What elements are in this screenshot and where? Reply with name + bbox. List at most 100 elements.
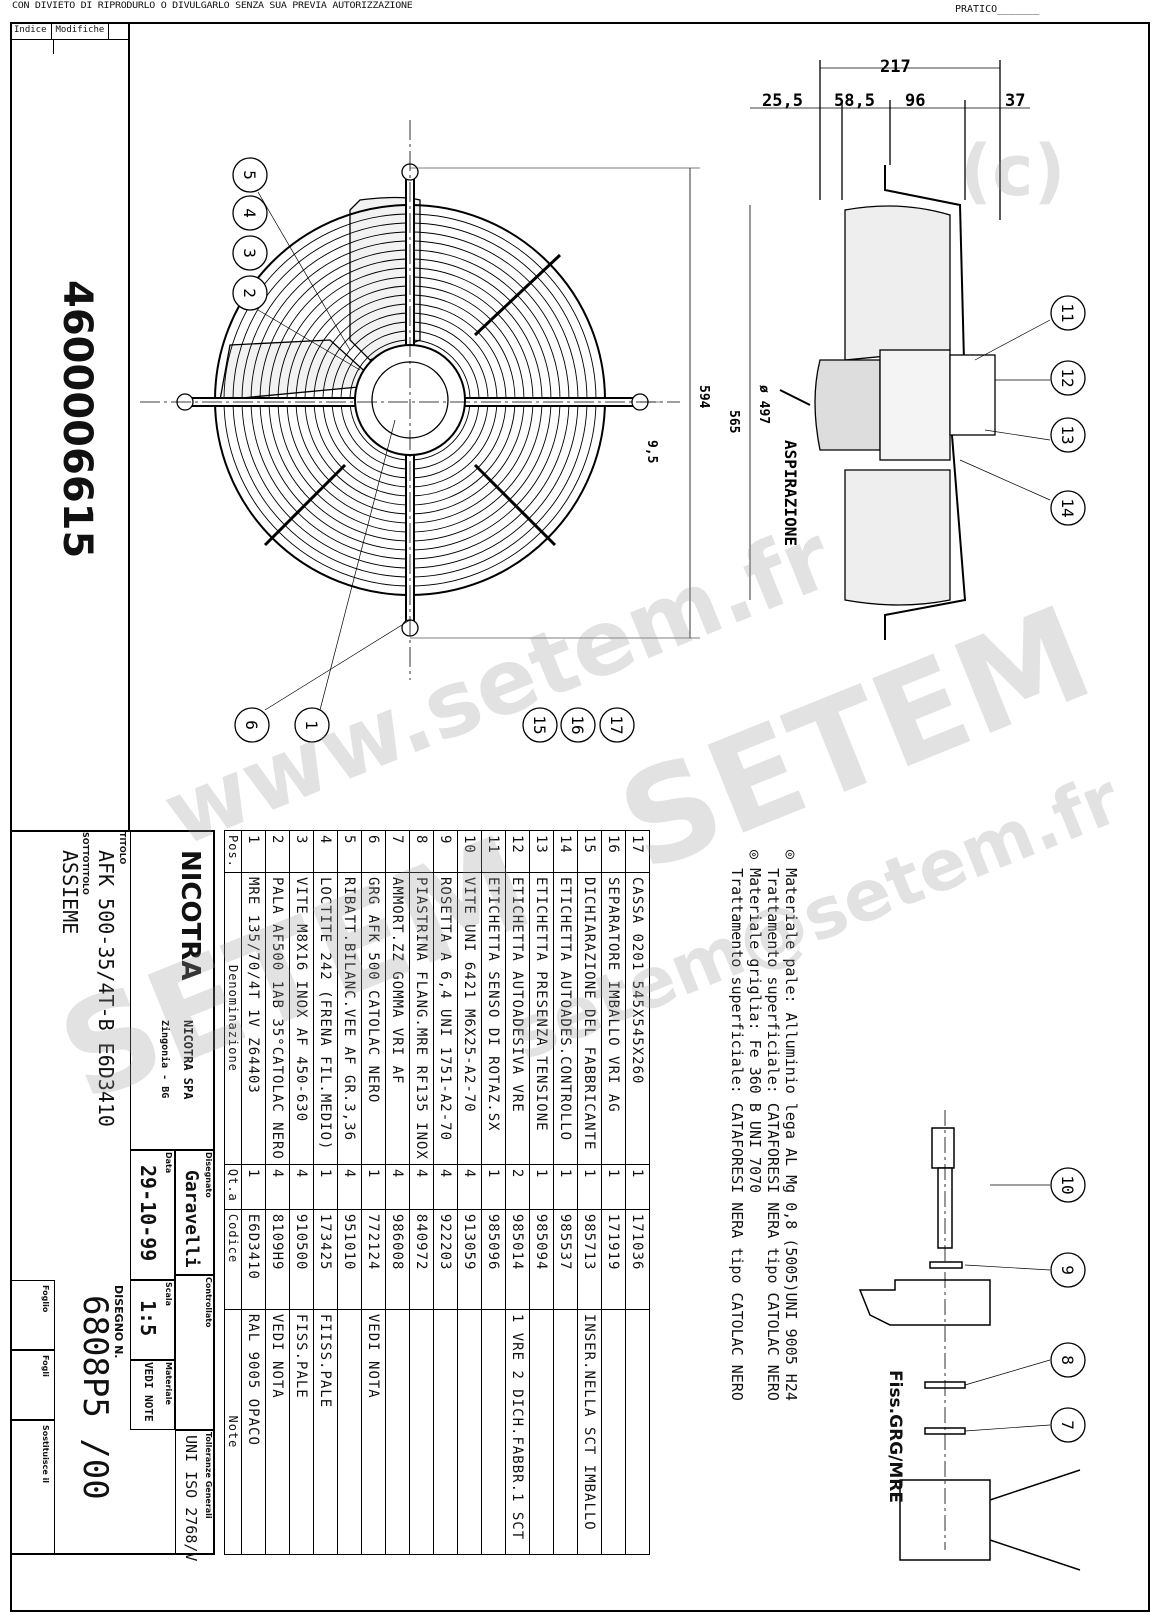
materiale-label: Materiale [164,1362,173,1405]
callout-bubble: 16 [560,707,596,743]
cell-code: 985713 [577,1209,602,1310]
dim-9-5: 9,5 [644,440,659,463]
cell-qty: 4 [433,1164,458,1210]
cell-name: ROSETTA A 6,4 UNI 1751-A2-70 [433,872,458,1165]
cell-qty: 4 [457,1164,482,1210]
cell-pos: 13 [529,830,554,873]
cell-name: ETICHETTA PRESENZA TENSIONE [529,872,554,1165]
scala-label: Scala [164,1282,173,1307]
svg-text:14: 14 [1058,498,1077,517]
cell-pos: 12 [505,830,530,873]
changes-label: Modifiche [52,22,110,39]
cell-name: PALA AF500 1AB 35°CATOLAC NERO [265,872,290,1165]
callout-bubble: 2 [232,275,268,311]
cell-qty: 1 [601,1164,626,1210]
cell-code: 986008 [385,1209,410,1310]
fogli-label: Fogli [41,1355,50,1377]
cell-pos: 15 [577,830,602,873]
scala-value: 1:5 [136,1300,160,1337]
callout-bubble: 13 [1050,417,1086,453]
cell-qty: 4 [409,1164,434,1210]
cell-note [625,1309,650,1555]
dim-594: 594 [696,385,711,409]
cell-pos: 8 [409,830,434,873]
callout-bubble: 4 [232,195,268,231]
cell-code: 173425 [313,1209,338,1310]
revision-strip [10,22,130,830]
tolleranze-value: UNI ISO 2768/V [182,1435,200,1562]
aspirazione-label: ASPIRAZIONE [781,440,800,546]
callout-bubble: 11 [1050,295,1086,331]
cell-code: 910500 [289,1209,314,1310]
index-label: Indice [10,22,52,39]
dim-96: 96 [905,91,925,111]
svg-text:8: 8 [1058,1355,1077,1365]
cell-note: INSER.NELLA SCT IMBALLO [577,1309,602,1555]
nicotra-logo: NICOTRA [175,850,205,981]
cell-note [385,1309,410,1555]
header-name: Denominazione [224,872,242,1165]
svg-text:4: 4 [240,208,259,218]
svg-text:6: 6 [242,720,261,730]
cell-code: E6D3410 [241,1209,266,1310]
cell-pos: 4 [313,830,338,873]
svg-text:10: 10 [1058,1175,1077,1194]
cell-qty: 1 [553,1164,578,1210]
note-1: ◎ Materiale pale: Alluminio lega AL Mg 0… [782,850,800,1401]
cell-note [337,1309,362,1555]
svg-text:1: 1 [302,720,321,730]
cell-name: ETICHETTA SENSO DI ROTAZ.SX [481,872,506,1165]
cell-note: VEDI NOTA [361,1309,386,1555]
company-location: Zingonia - BG [159,1020,170,1099]
cell-name: VITE M8X16 INOX AF 450-630 [289,872,314,1165]
cell-name: LOCTITE 242 (FRENA FIL.MEDIO) [313,872,338,1165]
svg-text:2: 2 [240,288,259,298]
callout-bubble: 6 [234,707,270,743]
callout-bubble: 7 [1050,1407,1086,1443]
notes-block: ◎ Materiale pale: Alluminio lega AL Mg 0… [728,850,800,1401]
note-2: Trattamento superficiale: CATAFORESI NER… [764,868,782,1401]
company-name: NICOTRA SPA [181,1020,195,1100]
cell-name: ETICHETTA AUTOADES.CONTROLLO [553,872,578,1165]
cell-pos: 1 [241,830,266,873]
cell-name: SEPARATORE IMBALLO VRI AG [601,872,626,1165]
cell-code: 8109H9 [265,1209,290,1310]
dim-565: 565 [726,410,741,433]
cell-code: 171036 [625,1209,650,1310]
copyright-notice: CON DIVIETO DI RIPRODURLO O DIVULGARLO S… [12,0,413,11]
callout-bubble: 12 [1050,360,1086,396]
cell-qty: 4 [265,1164,290,1210]
dim-217: 217 [880,57,911,77]
cell-code: 985096 [481,1209,506,1310]
callout-bubble: 8 [1050,1342,1086,1378]
header-pos: Pos. [224,830,242,873]
svg-text:17: 17 [607,715,626,734]
cell-name: MRE 135/70/4T 1V Z64403 [241,872,266,1165]
cell-note [433,1309,458,1555]
note-4: Trattamento superficiale: CATAFORESI NER… [728,868,746,1401]
cell-pos: 3 [289,830,314,873]
cell-note: FISS.PALE [289,1309,314,1555]
data-value: 29-10-99 [136,1165,160,1262]
cell-note [529,1309,554,1555]
sottotitolo-value: ASSIEME [58,850,82,935]
cell-qty: 1 [313,1164,338,1210]
svg-text:16: 16 [568,715,587,734]
svg-text:3: 3 [240,248,259,258]
fixing-detail: 10 9 8 7 [858,1110,1086,1571]
disegnato-value: Garavelli [181,1170,202,1268]
side-view [749,60,1051,640]
cell-qty: 1 [241,1164,266,1210]
cell-note [601,1309,626,1555]
callout-bubble: 15 [522,707,558,743]
callout-bubble: 9 [1050,1252,1086,1288]
cell-pos: 16 [601,830,626,873]
callout-bubble: 17 [599,707,635,743]
cell-qty: 2 [505,1164,530,1210]
